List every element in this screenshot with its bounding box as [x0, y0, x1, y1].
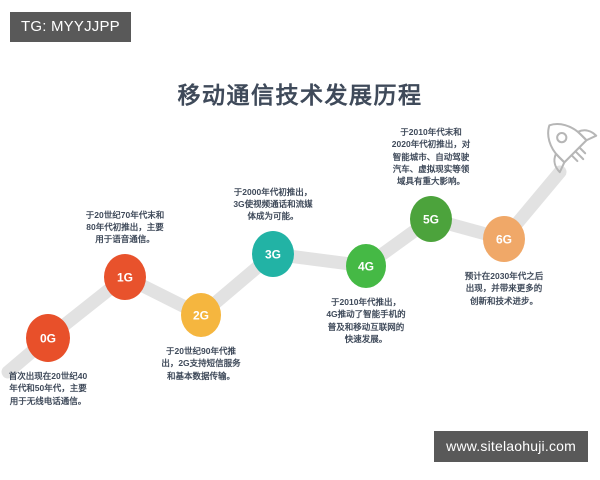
node-label: 0G	[40, 332, 56, 346]
node-circle	[410, 196, 452, 242]
node-label: 5G	[423, 213, 439, 227]
node-label: 2G	[193, 309, 209, 323]
timeline-node-3g[interactable]: 3G	[252, 231, 294, 277]
timeline-node-5g[interactable]: 5G	[410, 196, 452, 242]
node-circle	[346, 244, 386, 288]
timeline-node-6g[interactable]: 6G	[483, 216, 525, 262]
timeline-node-2g[interactable]: 2G	[181, 293, 221, 337]
node-circle	[181, 293, 221, 337]
node-circle	[483, 216, 525, 262]
node-caption-1g: 于20世纪70年代末和 80年代初推出，主要 用于语音通信。	[85, 209, 165, 245]
node-caption-4g: 于2010年代推出， 4G推动了智能手机的 普及和移动互联网的 快速发展。	[326, 297, 406, 344]
node-label: 3G	[265, 248, 281, 262]
node-caption-3g: 于2000年代初推出， 3G使视频通话和流媒 体成为可能。	[233, 186, 313, 222]
timeline-node-4g[interactable]: 4G	[346, 244, 386, 288]
watermark-top-left: TG: MYYJJPP	[10, 12, 131, 42]
node-label: 4G	[358, 260, 374, 274]
node-caption-5g: 于2010年代末和 2020年代初推出，对 智能城市、自动驾驶 汽车、虚拟现实等…	[391, 127, 471, 187]
timeline-nodes: 0G 1G 2G 3G 4G 5G 6G	[26, 196, 525, 362]
page-title: 移动通信技术发展历程	[177, 82, 423, 108]
node-circle	[26, 314, 70, 362]
watermark-bottom-right: www.sitelaohuji.com	[434, 431, 588, 462]
rocket-icon	[547, 123, 598, 174]
node-caption-2g: 于20世纪90年代推 出，2G支持短信服务 和基本数据传输。	[161, 346, 241, 381]
node-circle	[104, 254, 146, 300]
timeline-node-0g[interactable]: 0G	[26, 314, 70, 362]
node-caption-0g: 首次出现在20世纪40 年代和50年代，主要 用于无线电话通信。	[8, 371, 88, 406]
node-label: 1G	[117, 271, 133, 285]
node-circle	[252, 231, 294, 277]
node-caption-6g: 预计在2030年代之后 出现，并带来更多的 创新和技术进步。	[464, 271, 544, 306]
node-label: 6G	[496, 233, 512, 247]
timeline-node-1g[interactable]: 1G	[104, 254, 146, 300]
